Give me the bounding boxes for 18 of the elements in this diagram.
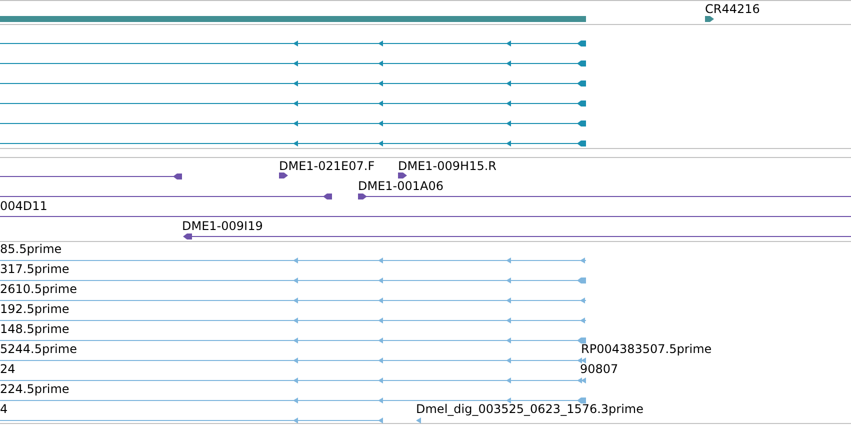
- feature-label: RP004383507.5prime: [581, 342, 712, 356]
- feature-label: 24: [0, 362, 16, 376]
- feature-label: CR44216: [705, 2, 760, 16]
- feature-label: 004D11: [0, 199, 48, 213]
- feature-label: Dmel_dig_003525_0623_1576.3prime: [416, 402, 644, 416]
- feature-label: DME1-009H15.R: [398, 159, 496, 173]
- feature-label: 4: [0, 402, 8, 416]
- feature-label: 2610.5prime: [0, 282, 77, 296]
- feature-label: DME1-009I19: [182, 219, 263, 233]
- feature-label: 5244.5prime: [0, 342, 77, 356]
- feature-label: 317.5prime: [0, 262, 70, 276]
- feature-label: 90807: [580, 362, 618, 376]
- feature-label: DME1-021E07.F: [279, 159, 375, 173]
- feature-label: 148.5prime: [0, 322, 70, 336]
- feature-label: 192.5prime: [0, 302, 70, 316]
- feature-label: 85.5prime: [0, 242, 62, 256]
- feature-label: DME1-001A06: [358, 179, 444, 193]
- feature-label: 224.5prime: [0, 382, 70, 396]
